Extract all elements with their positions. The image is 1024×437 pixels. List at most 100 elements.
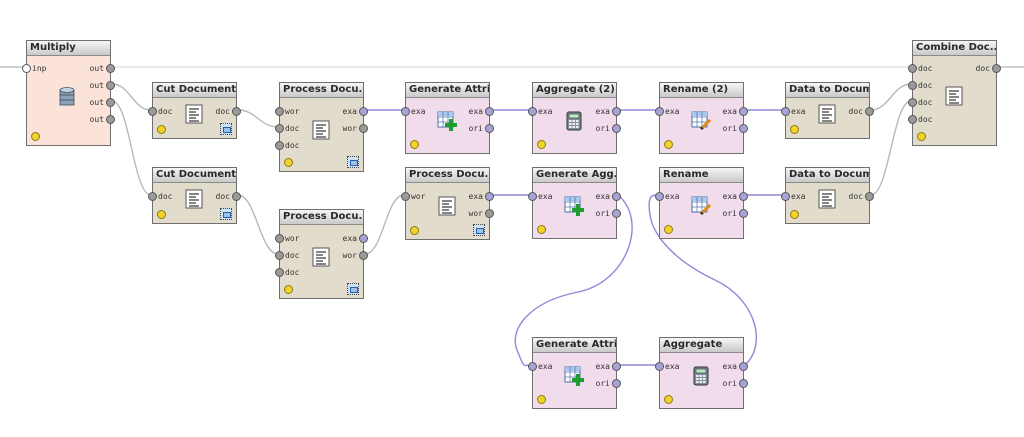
output-port-wor[interactable] <box>359 250 368 260</box>
output-port-label: wor <box>468 208 483 218</box>
input-port-label: doc <box>918 114 933 124</box>
input-port-exa[interactable] <box>528 106 537 116</box>
output-port-ori[interactable] <box>612 208 621 218</box>
input-port-doc[interactable] <box>275 267 284 277</box>
status-indicator-icon <box>664 225 673 234</box>
subprocess-icon[interactable] <box>220 123 232 135</box>
input-port-wor[interactable] <box>275 233 284 243</box>
input-port-doc[interactable] <box>908 80 917 90</box>
input-port-exa[interactable] <box>655 361 664 371</box>
input-port-exa[interactable] <box>655 191 664 201</box>
operator-title: Data to Docum... <box>786 168 869 183</box>
output-port-exa[interactable] <box>485 106 494 116</box>
input-port-doc[interactable] <box>275 250 284 260</box>
input-port-exa[interactable] <box>528 361 537 371</box>
wire-cut1-proc1[interactable] <box>237 109 279 128</box>
wire-proc2-proc3[interactable] <box>364 194 405 255</box>
input-port-doc[interactable] <box>148 191 157 201</box>
output-port-doc[interactable] <box>232 106 241 116</box>
output-port-label: ori <box>595 123 610 133</box>
output-port-out[interactable] <box>106 114 115 124</box>
input-port-exa[interactable] <box>528 191 537 201</box>
subprocess-icon[interactable] <box>347 156 359 168</box>
document-icon <box>816 103 838 125</box>
document-icon <box>183 188 205 210</box>
output-port-out[interactable] <box>106 97 115 107</box>
input-port-exa[interactable] <box>781 191 790 201</box>
output-port-exa[interactable] <box>612 106 621 116</box>
output-port-wor[interactable] <box>485 208 494 218</box>
wire-cut2-proc2[interactable] <box>237 194 279 255</box>
output-port-exa[interactable] <box>739 361 748 371</box>
output-port-doc[interactable] <box>992 63 1001 73</box>
status-indicator-icon <box>664 395 673 404</box>
output-port-exa[interactable] <box>612 191 621 201</box>
input-port-wor[interactable] <box>275 106 284 116</box>
subprocess-icon[interactable] <box>473 224 485 236</box>
output-port-exa[interactable] <box>612 361 621 371</box>
input-port-doc[interactable] <box>148 106 157 116</box>
output-port-ori[interactable] <box>612 123 621 133</box>
input-port-doc[interactable] <box>908 97 917 107</box>
wire-dtd2-combine[interactable] <box>870 100 912 196</box>
input-port-exa[interactable] <box>655 106 664 116</box>
input-port-exa[interactable] <box>781 106 790 116</box>
output-port-doc[interactable] <box>232 191 241 201</box>
input-port-doc[interactable] <box>908 114 917 124</box>
subprocess-icon[interactable] <box>347 283 359 295</box>
output-port-out[interactable] <box>106 80 115 90</box>
input-port-doc[interactable] <box>275 123 284 133</box>
input-port-wor[interactable] <box>401 191 410 201</box>
input-port-label: exa <box>538 106 553 116</box>
output-port-label: exa <box>342 106 357 116</box>
status-indicator-icon <box>790 210 799 219</box>
operator-title: Generate Attri... <box>406 83 489 98</box>
output-port-exa[interactable] <box>359 233 368 243</box>
output-port-label: doc <box>975 63 990 73</box>
wire-agg-rename[interactable] <box>648 194 758 366</box>
output-port-ori[interactable] <box>739 123 748 133</box>
output-port-doc[interactable] <box>865 106 874 116</box>
output-port-exa[interactable] <box>359 106 368 116</box>
output-port-ori[interactable] <box>739 208 748 218</box>
output-port-exa[interactable] <box>739 191 748 201</box>
wire-multiply-cut2[interactable] <box>111 100 152 196</box>
input-port-doc[interactable] <box>275 140 284 150</box>
wire-genagg-genattr2[interactable] <box>514 194 633 367</box>
subprocess-icon[interactable] <box>220 208 232 220</box>
output-port-exa[interactable] <box>739 106 748 116</box>
output-port-exa[interactable] <box>485 191 494 201</box>
input-port-label: exa <box>665 361 680 371</box>
table-add-icon <box>436 110 458 132</box>
wire-dtd1-combine[interactable] <box>870 83 912 111</box>
input-port-doc[interactable] <box>908 63 917 73</box>
wire-multiply-cut1[interactable] <box>111 83 152 111</box>
output-port-ori[interactable] <box>739 378 748 388</box>
output-port-wor[interactable] <box>359 123 368 133</box>
operator-title: Rename <box>660 168 743 183</box>
input-port-inp[interactable] <box>22 63 31 73</box>
output-port-doc[interactable] <box>865 191 874 201</box>
output-port-ori[interactable] <box>485 123 494 133</box>
output-port-ori[interactable] <box>612 378 621 388</box>
output-port-out[interactable] <box>106 63 115 73</box>
input-port-exa[interactable] <box>401 106 410 116</box>
